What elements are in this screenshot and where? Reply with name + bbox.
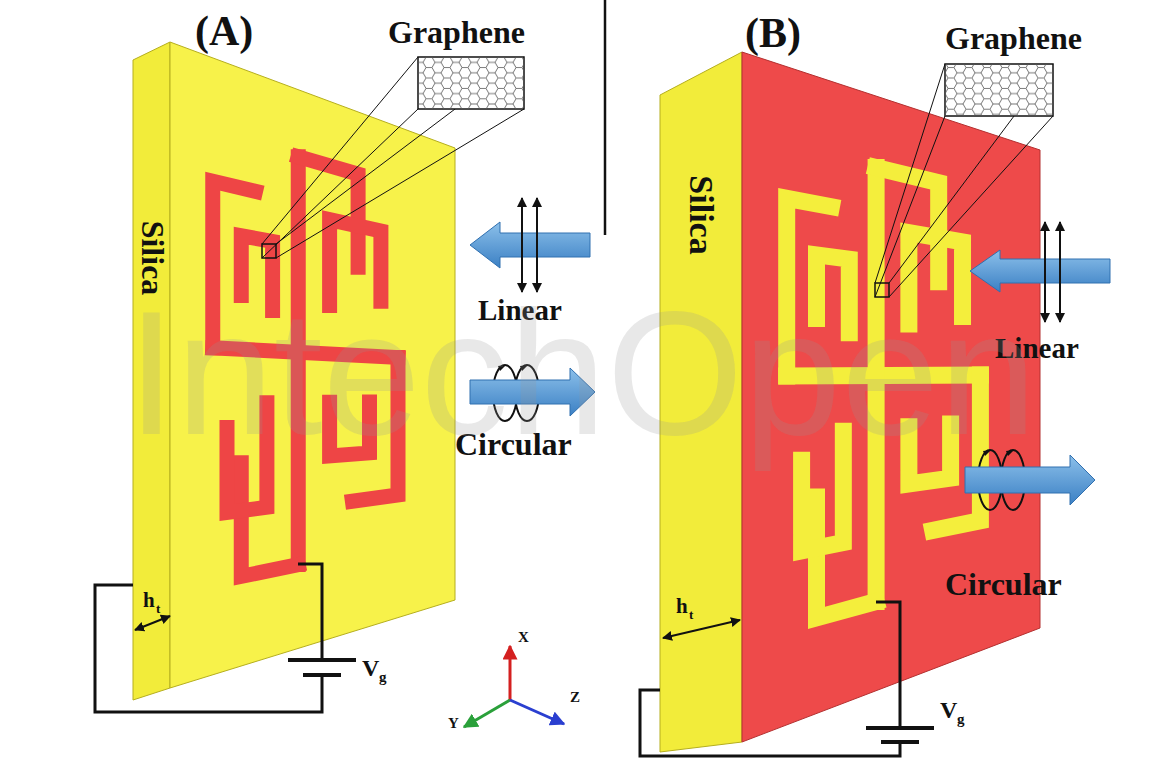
material-label: Silica [682, 175, 720, 254]
panel-label: (A) [195, 10, 253, 52]
graphene-zoom [262, 57, 524, 258]
subscript: g [379, 670, 387, 685]
watermark: IntechOpen [0, 285, 1164, 461]
axis-label: X [518, 630, 529, 645]
thickness-label: h [143, 590, 155, 611]
gate-circuit [95, 564, 356, 712]
voltage-label: V [362, 656, 379, 680]
subscript: g [957, 712, 965, 727]
voltage-label: V [940, 698, 957, 722]
coordinate-axes [464, 646, 564, 727]
subscript: t [689, 608, 693, 621]
material-label: Graphene [945, 22, 1082, 54]
divider-line [604, 0, 607, 235]
panel-label: (B) [745, 12, 801, 54]
thickness-label: h [676, 596, 688, 617]
polarization-label: Circular [945, 568, 1062, 600]
subscript: t [156, 602, 160, 615]
axis-label: Y [448, 716, 459, 731]
material-label: Graphene [388, 16, 525, 48]
linear-wave-arrow [470, 198, 590, 292]
gate-circuit [640, 602, 934, 756]
axis-label: Z [570, 690, 580, 705]
silica-face: Silica [662, 167, 740, 262]
thickness-arrow [135, 616, 170, 630]
thickness-arrow [663, 620, 740, 638]
